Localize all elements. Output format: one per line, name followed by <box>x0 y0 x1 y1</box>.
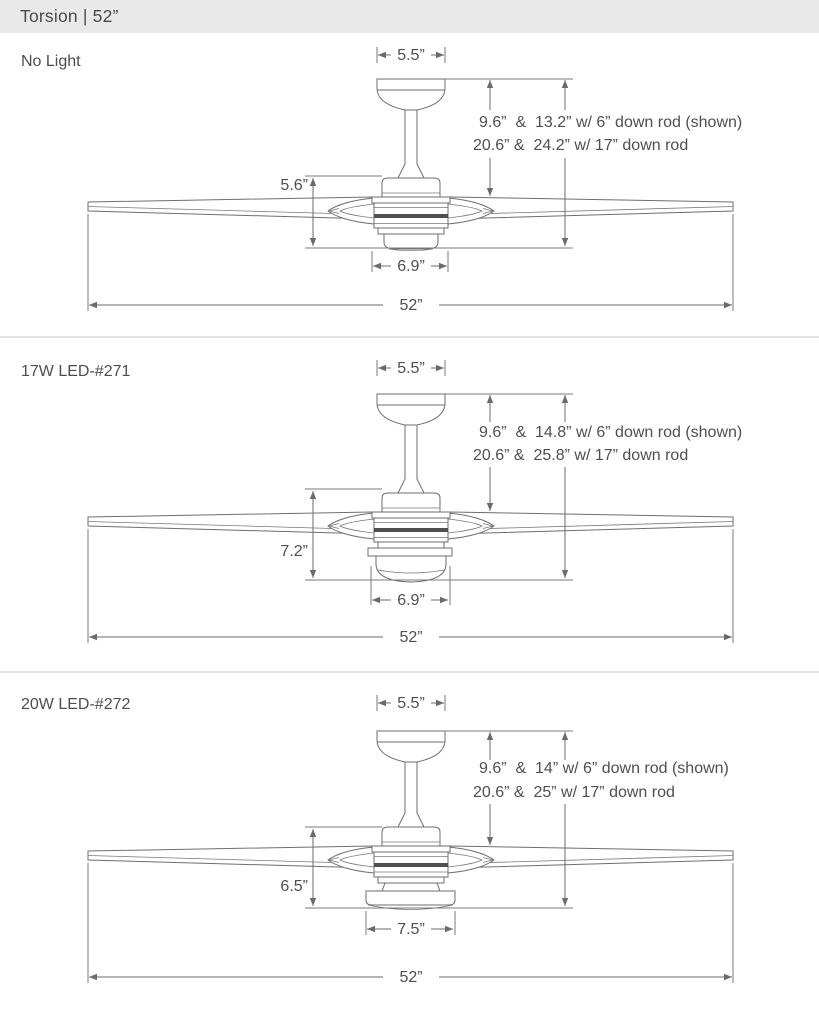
blade-iron-left-detail <box>328 203 375 219</box>
blade-iron-left <box>327 512 375 540</box>
blade-iron-right-detail <box>447 518 494 534</box>
assembly-height-text: 5.6” <box>280 177 308 194</box>
blade-span-text: 52” <box>399 297 422 314</box>
light-kit-detail <box>377 569 445 574</box>
downrod-note-line1: 9.6” & 14” w/ 6” down rod (shown) <box>479 760 729 777</box>
downrod-note-line1: 9.6” & 13.2” w/ 6” down rod (shown) <box>479 114 742 131</box>
blade-iron-left <box>327 846 375 874</box>
downrod-note-line2: 20.6” & 25.8” w/ 17” down rod <box>473 447 688 464</box>
section-no-light: No Light <box>0 33 819 336</box>
canopy <box>376 730 446 763</box>
canopy-width-text: 5.5” <box>397 47 425 64</box>
page-title: Torsion | 52” <box>20 6 119 26</box>
blade-span-text: 52” <box>399 969 422 986</box>
section-20w-led: 20W LED-#272 <box>0 671 819 1024</box>
section-17w-led: 17W LED-#271 <box>0 336 819 671</box>
light-kit-neck <box>381 882 441 892</box>
canopy <box>376 78 446 111</box>
downrod-note-line2: 20.6” & 24.2” w/ 17” down rod <box>473 137 688 154</box>
canopy <box>376 393 446 426</box>
hub-width-text: 6.9” <box>397 258 425 275</box>
assembly-height-text: 6.5” <box>280 878 308 895</box>
motor-assembly <box>371 826 451 884</box>
blade-iron-right <box>447 512 495 540</box>
blade-iron-left <box>327 197 375 225</box>
assembly-height-text: 7.2” <box>280 543 308 560</box>
light-kit-dome <box>375 555 447 583</box>
extension-lines <box>87 695 734 983</box>
blade-iron-right <box>447 846 495 874</box>
hub-width-text: 6.9” <box>397 592 425 609</box>
variant-label-17w: 17W LED-#271 <box>21 363 131 380</box>
blade-iron-right <box>447 197 495 225</box>
downrod-note-line1: 9.6” & 14.8” w/ 6” down rod (shown) <box>479 424 742 441</box>
variant-label-no-light: No Light <box>21 53 81 70</box>
light-kit-lens <box>367 904 454 910</box>
motor-band <box>374 528 448 532</box>
motor-band <box>374 214 448 218</box>
blade-iron-left-detail <box>328 852 375 868</box>
page-header: Torsion | 52” <box>0 0 819 33</box>
downrod <box>397 762 425 828</box>
fan-diagram-20w-led: 5.5” 9.6” & 14” w/ 6” down rod (shown) 2… <box>87 695 734 986</box>
blade-detail-lines <box>87 521 734 530</box>
motor-band <box>374 863 448 867</box>
fan-diagram-17w-led: 5.5” 9.6” & 14.8” w/ 6” down rod (shown)… <box>87 360 742 646</box>
motor-detail-lines <box>374 841 448 873</box>
blade-iron-right-detail <box>447 852 494 868</box>
light-kit-ring <box>367 547 453 557</box>
hub-width-text: 7.5” <box>397 921 425 938</box>
blade-iron-left-detail <box>328 518 375 534</box>
variant-label-20w: 20W LED-#272 <box>21 696 131 713</box>
blade-detail-lines <box>87 855 734 864</box>
motor-detail-lines <box>374 192 448 252</box>
canopy-width-text: 5.5” <box>397 360 425 377</box>
motor-detail-lines <box>374 507 448 538</box>
extension-lines <box>87 47 734 311</box>
extension-lines <box>87 360 734 643</box>
blade-detail-lines <box>87 206 734 215</box>
canopy-width-text: 5.5” <box>397 695 425 712</box>
light-kit-pan <box>365 890 456 906</box>
downrod <box>397 425 425 494</box>
motor-assembly <box>371 492 451 549</box>
blade-span-text: 52” <box>399 629 422 646</box>
downrod <box>397 110 425 179</box>
fan-diagram-no-light: 5.5” 9.6” & 13.2” w/ 6” down rod (shown)… <box>87 47 742 314</box>
motor-assembly <box>371 177 451 250</box>
downrod-note-line2: 20.6” & 25” w/ 17” down rod <box>473 784 675 801</box>
blade-iron-right-detail <box>447 203 494 219</box>
